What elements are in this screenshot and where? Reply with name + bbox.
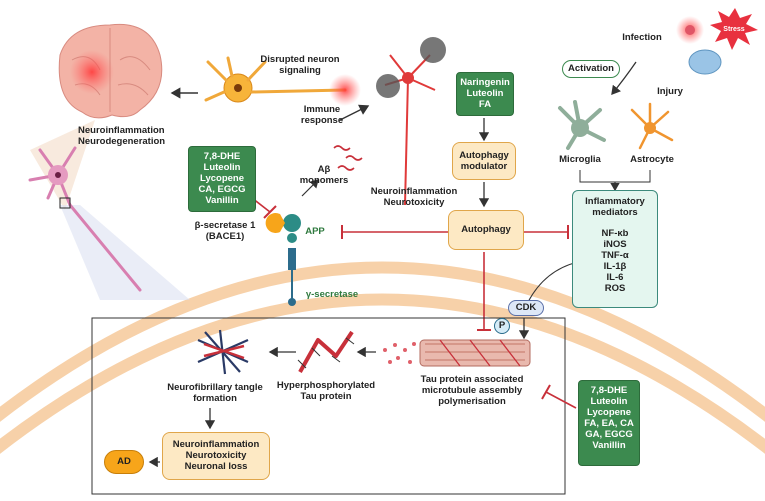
label-ad: AD <box>117 456 131 467</box>
inhibitor-box-autophagy: Naringenin Luteolin FA <box>456 72 514 116</box>
hyperphos-tau-icon <box>297 330 355 373</box>
label-immune-response: Immune response <box>300 104 344 126</box>
label-cdk: CDK <box>515 302 537 313</box>
astrocyte-icon <box>630 102 674 150</box>
inhibit-tau-lower-bar <box>541 384 551 400</box>
label-disrupted-signaling: Disrupted neuron signaling <box>260 54 340 76</box>
inhibit-tau-lower <box>545 391 577 409</box>
zoom-cone-membrane <box>60 205 190 300</box>
label-inflammatory-title: Inflammatory mediators <box>585 196 645 218</box>
phosphate-dots <box>383 342 416 364</box>
phospho-circle <box>494 318 510 334</box>
bracket-mediators <box>579 170 651 183</box>
arrow-activation <box>611 61 637 96</box>
label-astrocyte: Astrocyte <box>630 154 674 165</box>
arrow-abeta <box>301 179 319 197</box>
microglia-icon <box>558 100 606 150</box>
infection-icon <box>676 16 704 44</box>
disrupted-neuron-icon <box>204 56 361 106</box>
nft-icon <box>197 329 249 375</box>
label-hyperphosphorylated: Hyperphosphorylated Tau protein <box>276 380 376 402</box>
tau-panel <box>91 317 566 495</box>
brain-image <box>58 23 163 119</box>
left-neuron-icon <box>28 146 142 292</box>
label-app: APP <box>305 226 325 237</box>
label-neuroinflammation-neurotoxicity: Neuroinflammation Neurotoxicity <box>370 186 458 208</box>
activation-pill <box>562 60 620 78</box>
label-microglia: Microglia <box>559 154 601 165</box>
autophagy-modulator-box: Autophagy modulator <box>452 142 516 180</box>
autophagy-box: Autophagy <box>448 210 524 250</box>
microtubule-icon <box>419 339 531 367</box>
arrow-immune <box>339 104 370 121</box>
abeta-squiggles <box>333 145 363 171</box>
plaque-neuron-icon <box>376 37 446 206</box>
brain-small-icon <box>688 49 722 75</box>
label-injury: Injury <box>657 86 683 97</box>
cell-membrane <box>0 261 765 454</box>
inhibit-bace-bar <box>263 205 277 219</box>
outcome-box: Neuroinflammation Neurotoxicity Neuronal… <box>162 432 270 480</box>
cdk-pill <box>508 300 544 316</box>
ad-badge <box>104 450 144 474</box>
label-infection: Infection <box>622 32 662 43</box>
label-activation: Activation <box>568 63 614 74</box>
label-neuroinflammation-neurodegeneration: Neuroinflammation Neurodegeneration <box>78 125 166 147</box>
inhibitor-box-tau: 7,8-DHE Luteolin Lycopene FA, EA, CA GA,… <box>578 380 640 466</box>
label-gamma-secretase: γ-secretase <box>305 289 359 300</box>
label-stress: Stress <box>723 26 745 33</box>
app-protein-icon <box>265 213 301 306</box>
label-inflammatory-list: NF-κb iNOS TNF-α IL-1β IL-6 ROS <box>601 228 629 294</box>
inflammatory-mediators-box <box>572 190 658 308</box>
label-p: P <box>498 320 506 331</box>
label-abeta-monomers: Aβ monomers <box>299 164 349 186</box>
label-tau-assembly: Tau protein associated microtubule assem… <box>420 374 524 407</box>
stress-burst-icon <box>710 8 758 50</box>
label-bace1: β-secretase 1 (BACE1) <box>194 220 256 242</box>
inhibitor-box-bace: 7,8-DHE Luteolin Lycopene CA, EGCG Vanil… <box>188 146 256 212</box>
label-nft: Neurofibrillary tangle formation <box>167 382 263 404</box>
zoom-cone-brain <box>30 120 95 210</box>
